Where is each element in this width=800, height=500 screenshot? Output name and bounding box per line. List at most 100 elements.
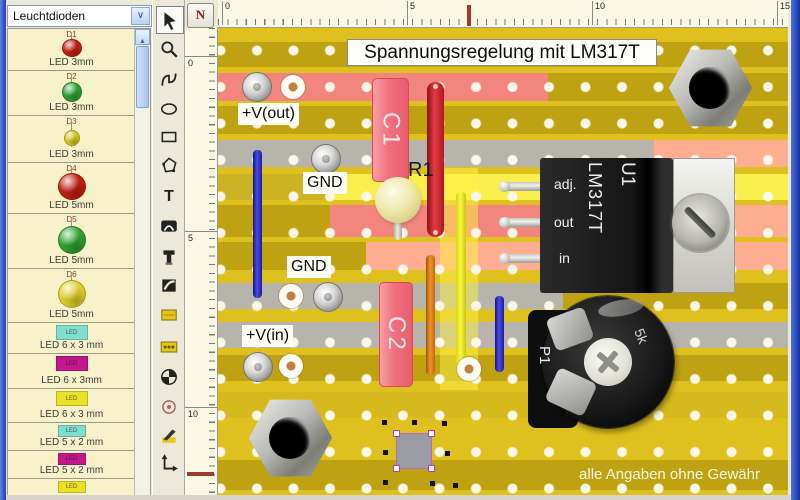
solder-pads-icon bbox=[160, 341, 178, 353]
list-item[interactable]: LED LED 6 x 3 mm bbox=[8, 389, 135, 423]
category-dropdown-value: Leuchtdioden bbox=[13, 9, 86, 23]
scroll-up-button[interactable]: ▲ bbox=[135, 29, 150, 45]
led-icon: LED bbox=[55, 356, 88, 371]
selection-handle[interactable] bbox=[428, 465, 435, 472]
ruler-ticks bbox=[209, 28, 215, 495]
list-item[interactable]: D1 LED 3mm bbox=[8, 29, 135, 71]
led-icon bbox=[57, 173, 86, 200]
board-title[interactable]: Spannungsregelung mit LM317T bbox=[347, 39, 657, 66]
net-label-gnd[interactable]: GND bbox=[287, 256, 331, 278]
list-item[interactable]: LED bbox=[8, 479, 135, 499]
paint-tool-button[interactable] bbox=[156, 422, 182, 448]
strip-cutter-tool-button[interactable] bbox=[156, 272, 182, 298]
solder-stamp-tool-button[interactable] bbox=[156, 244, 182, 270]
ruler-origin-button[interactable]: N bbox=[187, 3, 214, 28]
list-item[interactable]: D6 LED 5mm bbox=[8, 269, 135, 323]
wire-orange[interactable] bbox=[426, 255, 435, 375]
category-dropdown[interactable]: Leuchtdioden ∨ bbox=[7, 5, 152, 27]
polygon-tool-button[interactable] bbox=[156, 152, 182, 178]
list-item[interactable]: LED LED 5 x 2 mm bbox=[8, 451, 135, 479]
component-label: LED 6 x 3mm bbox=[41, 375, 102, 386]
ruler-number: 0 bbox=[222, 1, 230, 25]
solder-pin[interactable] bbox=[311, 144, 341, 174]
solder-stamp-icon bbox=[163, 250, 175, 265]
capacitor-c2[interactable]: C2 bbox=[379, 282, 413, 387]
ruler-number: 0 bbox=[185, 56, 217, 68]
component-label: LED 6 x 3 mm bbox=[39, 340, 104, 351]
net-label-gnd[interactable]: GND bbox=[303, 172, 347, 194]
board-tool-button[interactable] bbox=[156, 302, 182, 328]
component-label: LED 5mm bbox=[49, 309, 94, 320]
pad-ring[interactable] bbox=[457, 357, 481, 381]
p1-adjust-screw[interactable] bbox=[584, 338, 632, 386]
cursor-position-marker bbox=[467, 5, 471, 26]
ruler-number: 5 bbox=[185, 231, 217, 243]
solder-pads-tool-button[interactable] bbox=[156, 334, 182, 360]
capacitor-c1[interactable]: C1 bbox=[372, 78, 409, 182]
arrow-up-icon: ▲ bbox=[139, 38, 146, 45]
text-tool-button[interactable]: T bbox=[156, 184, 182, 210]
led-icon bbox=[57, 225, 86, 254]
cursor-position-marker bbox=[187, 472, 214, 476]
selection-handle[interactable] bbox=[393, 430, 400, 437]
scrollbar-thumb[interactable] bbox=[136, 46, 149, 108]
solder-pin[interactable] bbox=[243, 352, 273, 382]
rectangle-tool-button[interactable] bbox=[156, 124, 182, 150]
pad-marker bbox=[430, 481, 435, 486]
wire-icon bbox=[161, 73, 177, 86]
dimension-tool-button[interactable] bbox=[156, 450, 182, 476]
measure-point-tool-button[interactable] bbox=[156, 394, 182, 420]
sidebar-scrollbar[interactable]: ▲ bbox=[134, 29, 150, 499]
pad-marker bbox=[442, 421, 447, 426]
pad-marker bbox=[383, 480, 388, 485]
ellipse-tool-button[interactable] bbox=[156, 96, 182, 122]
wire-blue[interactable] bbox=[253, 150, 262, 298]
list-item[interactable]: D4 LED 5mm bbox=[8, 163, 135, 214]
led-component[interactable] bbox=[375, 177, 421, 223]
selected-object[interactable] bbox=[396, 433, 432, 469]
mounting-hole bbox=[269, 417, 311, 459]
text-tool-icon: T bbox=[164, 188, 174, 205]
wire-yellow[interactable] bbox=[456, 192, 466, 372]
list-item[interactable]: LED LED 5 x 2 mm bbox=[8, 423, 135, 451]
component-label: LED 5 x 2 mm bbox=[39, 437, 104, 448]
copper-strip bbox=[548, 73, 788, 101]
select-tool-button[interactable] bbox=[156, 6, 184, 34]
component-label: LED 3mm bbox=[49, 102, 94, 113]
solder-pin[interactable] bbox=[242, 72, 272, 102]
list-item[interactable]: D2 LED 3mm bbox=[8, 71, 135, 116]
component-label: LED 5mm bbox=[49, 200, 94, 211]
selection-handle[interactable] bbox=[393, 465, 400, 472]
component-label: LED 5 x 2 mm bbox=[39, 465, 104, 476]
selection-handle[interactable] bbox=[428, 430, 435, 437]
capacitor-c1-label: C1 bbox=[377, 111, 405, 149]
solder-pin[interactable] bbox=[313, 282, 343, 312]
jumper-tool-button[interactable] bbox=[156, 212, 182, 238]
pad-ring[interactable] bbox=[281, 75, 305, 99]
wire-tool-button[interactable] bbox=[156, 66, 182, 92]
target-icon bbox=[162, 400, 176, 414]
pad-ring[interactable] bbox=[279, 354, 303, 378]
component-label: LED 6 x 3 mm bbox=[39, 409, 104, 420]
net-label-vin[interactable]: +V(in) bbox=[242, 325, 294, 347]
magnifier-icon bbox=[161, 41, 178, 58]
u1-lead-adj bbox=[499, 181, 546, 192]
list-item[interactable]: LED LED 6 x 3mm bbox=[8, 354, 135, 389]
resistor-r1[interactable] bbox=[427, 82, 444, 237]
chevron-down-icon[interactable]: ∨ bbox=[131, 7, 150, 25]
component-label: LED 3mm bbox=[49, 149, 94, 160]
net-label-vout[interactable]: +V(out) bbox=[238, 103, 299, 125]
pad-ring[interactable] bbox=[279, 284, 303, 308]
regulator-u1[interactable] bbox=[540, 158, 673, 293]
zoom-tool-button[interactable] bbox=[156, 36, 182, 62]
drill-tool-button[interactable] bbox=[156, 364, 182, 390]
board-canvas[interactable]: C1 C2 R1 adj. out in U1 LM317T P1 5k +V(… bbox=[218, 28, 788, 495]
led-icon bbox=[57, 280, 86, 308]
wire-blue[interactable] bbox=[495, 296, 504, 372]
list-item[interactable]: D3 LED 3mm bbox=[8, 116, 135, 163]
pad-marker bbox=[382, 420, 387, 425]
led-icon-text: LED bbox=[65, 395, 78, 402]
list-item[interactable]: D5 LED 5mm bbox=[8, 214, 135, 269]
copper-strip bbox=[218, 205, 330, 237]
list-item[interactable]: LED LED 6 x 3 mm bbox=[8, 323, 135, 354]
